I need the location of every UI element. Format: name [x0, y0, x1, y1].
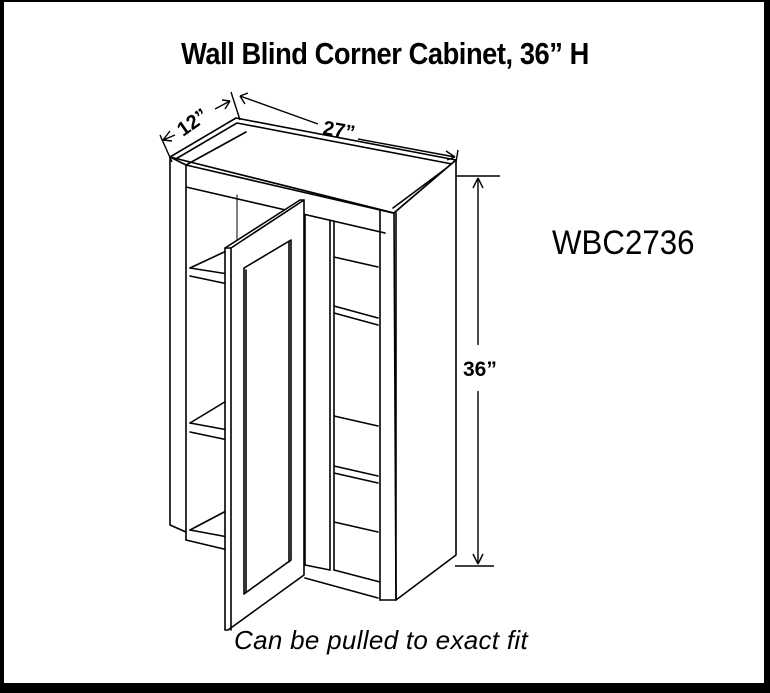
drawing-frame	[4, 2, 764, 683]
height-dimension-label: 36”	[463, 358, 497, 381]
right-shelves	[333, 256, 379, 533]
depth-extension-left	[159, 134, 173, 163]
model-code: WBC2736	[552, 224, 695, 262]
fit-note-caption: Can be pulled to exact fit	[234, 625, 528, 655]
dimension-lines	[159, 91, 500, 567]
page-title: Wall Blind Corner Cabinet, 36” H	[181, 36, 589, 71]
depth-extension-right	[230, 91, 241, 121]
open-door	[224, 199, 305, 631]
center-stile	[304, 214, 381, 599]
cabinet-top	[169, 117, 457, 214]
left-stile	[169, 156, 394, 533]
left-shelves	[185, 245, 251, 551]
right-side-panel	[379, 159, 457, 601]
